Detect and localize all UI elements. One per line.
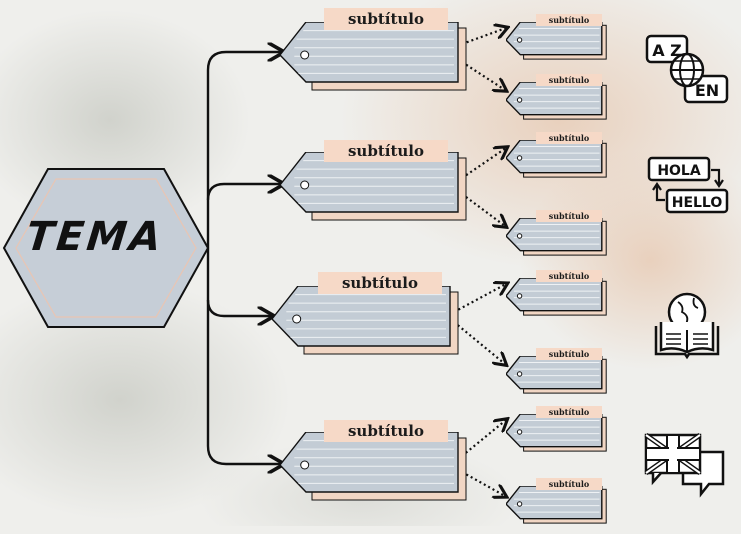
subbranch-card-shape [505,277,607,316]
subbranch-card-shape [505,355,607,394]
connector-main-1 [206,52,282,250]
branch-card [271,285,462,364]
subbranch-title: subtítulo [536,14,602,26]
connector-main-3 [206,299,272,316]
subbranch-card-shape [505,485,607,524]
subbranch-card-shape [505,413,607,452]
hola-label: HOLA [657,163,701,179]
connector-sub-4b [461,471,505,496]
subbranch-card-shape [505,81,607,120]
hello-label: HELLO [672,195,723,211]
branch-title: subtítulo [324,420,448,442]
branch-card [279,151,470,230]
subbranch-card [505,139,612,188]
subbranch-card [505,485,612,534]
subbranch-card-shape [505,217,607,256]
branch-title: subtítulo [318,272,442,294]
branch-card-shape [271,285,459,355]
subbranch-title: subtítulo [536,74,602,86]
subbranch-title: subtítulo [536,478,602,490]
book-globe-icon [654,292,720,360]
subbranch-title: subtítulo [536,406,602,418]
connector-sub-3b [453,321,505,364]
hola-hello-icon: HOLA HELLO [647,156,729,214]
connector-sub-2b [461,193,505,226]
translate-icon: A Z EN [645,34,729,104]
subbranch-title: subtítulo [536,210,602,222]
branch-card-shape [279,431,467,501]
subbranch-card [505,277,612,326]
connector-main-2 [206,184,282,201]
uk-flag-chat-icon [644,432,725,498]
subbranch-title: subtítulo [536,132,602,144]
subbranch-card [505,81,612,130]
branch-title: subtítulo [324,8,448,30]
branch-card [279,431,470,510]
subbranch-card-shape [505,139,607,178]
branch-title: subtítulo [324,140,448,162]
connector-sub-1b [461,61,505,90]
translate-icon-right: EN [695,81,719,100]
branch-card-shape [279,151,467,221]
subbranch-title: subtítulo [536,270,602,282]
subbranch-card [505,355,612,404]
branch-card-shape [279,21,467,91]
translate-icon-left: A Z [652,41,682,60]
connector-sub-2a [461,148,506,179]
subbranch-card [505,21,612,70]
subbranch-title: subtítulo [536,348,602,360]
connector-main-4 [206,250,282,464]
topic-hexagon [2,168,210,328]
subbranch-card-shape [505,21,607,60]
topic-title: TEMA [23,214,167,260]
branch-card [279,21,470,100]
subbranch-card [505,413,612,462]
subbranch-card [505,217,612,266]
